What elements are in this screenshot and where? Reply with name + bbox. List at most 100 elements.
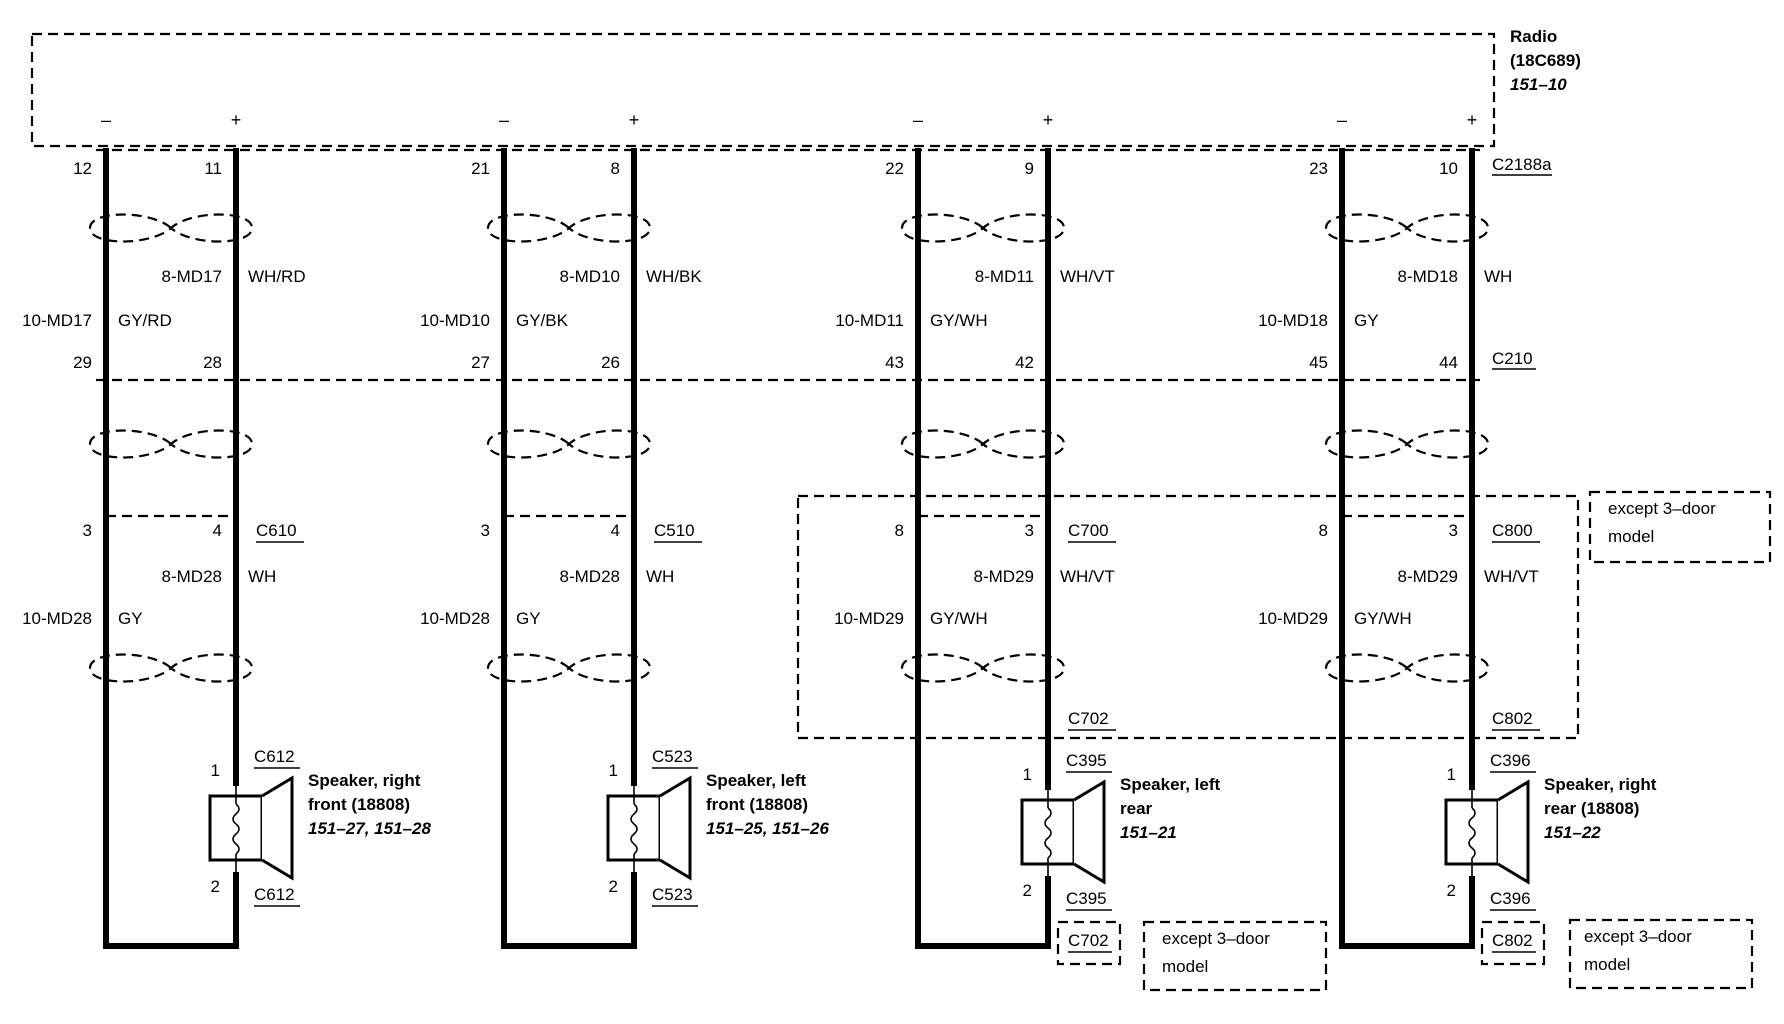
- color-positive-top: WH: [1484, 267, 1512, 286]
- speaker-pin-2: 2: [211, 877, 220, 896]
- circuit-negative-top: 10-MD10: [420, 311, 490, 330]
- speaker-pin-2: 2: [1023, 881, 1032, 900]
- pin-negative-low: 8: [895, 521, 904, 540]
- twisted-pair-top: [900, 213, 1066, 243]
- color-negative-low: GY/WH: [930, 609, 988, 628]
- pin-negative-low: 3: [481, 521, 490, 540]
- radio-plus-sign: +: [629, 110, 640, 130]
- twisted-pair-top: [88, 213, 254, 243]
- radio-minus-sign: –: [499, 110, 509, 130]
- pin-positive-top: 10: [1439, 159, 1458, 178]
- pin-negative-mid: 27: [471, 353, 490, 372]
- speaker-pin-1: 1: [1447, 765, 1456, 784]
- speaker-name-line2: rear (18808): [1544, 799, 1639, 818]
- color-positive-low: WH/VT: [1060, 567, 1115, 586]
- radio-plus-sign: +: [1467, 110, 1478, 130]
- speaker-pin-1: 1: [609, 761, 618, 780]
- bottom-connector-label: C802: [1492, 931, 1533, 950]
- pin-positive-low: 3: [1449, 521, 1458, 540]
- radio-box: [30, 32, 1496, 148]
- negative-wire: [915, 148, 1051, 949]
- color-positive-low: WH: [646, 567, 674, 586]
- twisted-pair-low: [88, 653, 254, 683]
- pin-negative-mid: 45: [1309, 353, 1328, 372]
- twisted-pair-top: [486, 213, 652, 243]
- color-positive-top: WH/RD: [248, 267, 306, 286]
- twisted-pair-mid: [1324, 429, 1490, 459]
- note-except: except 3–door: [1608, 499, 1716, 518]
- note-box-rear-region: except 3–door model: [1588, 490, 1772, 564]
- negative-wire: [103, 148, 239, 949]
- bottom-connector: C802: [1480, 920, 1546, 966]
- color-positive-low: WH/VT: [1484, 567, 1539, 586]
- speaker-pin-1: 1: [1023, 765, 1032, 784]
- speaker-pin-2: 2: [1447, 881, 1456, 900]
- speaker-name-line2: front (18808): [308, 795, 410, 814]
- color-positive-top: WH/BK: [646, 267, 702, 286]
- speaker-connector-2: C395: [1066, 889, 1107, 908]
- speaker-connector-2: C612: [254, 885, 295, 904]
- pin-negative-top: 12: [73, 159, 92, 178]
- pin-positive-mid: 28: [203, 353, 222, 372]
- connector-label-low: C800: [1492, 521, 1533, 540]
- pin-positive-top: 8: [611, 159, 620, 178]
- pin-negative-top: 21: [471, 159, 490, 178]
- note-box-left-rear: except 3–door model: [1142, 920, 1328, 992]
- twisted-pair-mid: [88, 429, 254, 459]
- pin-positive-low: 4: [611, 521, 620, 540]
- pin-negative-top: 22: [885, 159, 904, 178]
- radio-plus-sign: +: [231, 110, 242, 130]
- pin-positive-low: 3: [1025, 521, 1034, 540]
- negative-wire: [501, 148, 637, 949]
- speaker-connector-2: C523: [652, 885, 693, 904]
- twisted-pair-low: [1324, 653, 1490, 683]
- connector-label-low: C610: [256, 521, 297, 540]
- speaker-symbol: [1020, 779, 1106, 885]
- color-negative-top: GY/WH: [930, 311, 988, 330]
- speaker-name-line1: Speaker, left: [1120, 775, 1221, 794]
- twisted-pair-mid: [900, 429, 1066, 459]
- connector-label-low: C510: [654, 521, 695, 540]
- circuit-negative-low: 10-MD29: [1258, 609, 1328, 628]
- speaker-symbol: [606, 775, 692, 881]
- radio-minus-sign: –: [913, 110, 923, 130]
- connector-label-inline: C802: [1492, 709, 1533, 728]
- pin-positive-top: 11: [204, 159, 222, 178]
- pin-positive-low: 4: [213, 521, 222, 540]
- speaker-page-ref: 151–22: [1544, 823, 1601, 842]
- circuit-positive-top: 8-MD17: [162, 267, 222, 286]
- pin-negative-top: 23: [1309, 159, 1328, 178]
- radio-minus-sign: –: [1337, 110, 1347, 130]
- circuit-negative-low: 10-MD28: [22, 609, 92, 628]
- circuit-negative-top: 10-MD17: [22, 311, 92, 330]
- twisted-pair-low: [486, 653, 652, 683]
- twisted-pair-top: [1324, 213, 1490, 243]
- speaker-pin-1: 1: [211, 761, 220, 780]
- speaker-name-line2: front (18808): [706, 795, 808, 814]
- color-negative-low: GY: [118, 609, 143, 628]
- speaker-page-ref: 151–27, 151–28: [308, 819, 431, 838]
- note-model: model: [1162, 957, 1208, 976]
- color-positive-top: WH/VT: [1060, 267, 1115, 286]
- speaker-name-line1: Speaker, right: [308, 771, 421, 790]
- negative-wire: [1339, 148, 1475, 949]
- color-positive-low: WH: [248, 567, 276, 586]
- color-negative-top: GY/RD: [118, 311, 172, 330]
- color-negative-top: GY: [1354, 311, 1379, 330]
- pin-negative-low: 8: [1319, 521, 1328, 540]
- circuit-positive-low: 8-MD29: [974, 567, 1034, 586]
- circuit-positive-low: 8-MD28: [162, 567, 222, 586]
- speaker-pin-2: 2: [609, 877, 618, 896]
- pin-positive-mid: 42: [1015, 353, 1034, 372]
- connector-label-c2188a: C2188a: [1492, 155, 1552, 174]
- speaker-connector-1: C523: [652, 747, 693, 766]
- connector-label-c210: C210: [1492, 349, 1533, 368]
- radio-name: Radio: [1510, 27, 1557, 46]
- speaker-name-line1: Speaker, left: [706, 771, 807, 790]
- note-box-right-rear: except 3–door model: [1568, 918, 1754, 990]
